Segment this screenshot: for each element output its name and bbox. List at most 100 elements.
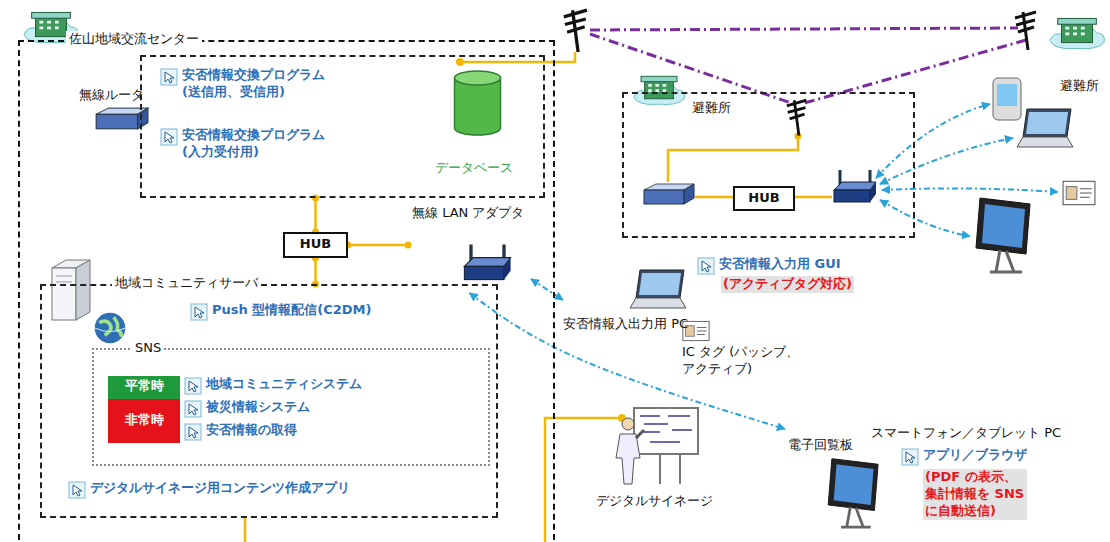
node-text: 安否情報交換プログラム (送信用、受信用) bbox=[182, 67, 357, 101]
node-text: (アクティブタグ対応) bbox=[721, 276, 854, 293]
text-row: HUB bbox=[285, 236, 346, 253]
text-row: 安否情報交換プログラム (送信用、受信用) bbox=[160, 67, 357, 101]
cursor-icon bbox=[160, 128, 178, 146]
laptop-icon bbox=[1017, 109, 1073, 147]
text-row: 安否情報入出力用 PC bbox=[563, 316, 688, 333]
node-text: 地域コミュニティサーバ bbox=[112, 275, 261, 292]
lan-cable bbox=[314, 198, 317, 232]
joint-dot bbox=[405, 242, 412, 249]
text-row: HUB bbox=[735, 190, 793, 207]
text-row: SNS bbox=[132, 340, 164, 357]
node-text: デジタルサイネージ bbox=[596, 493, 713, 510]
shelter-box: HUB 避難所 bbox=[622, 92, 915, 238]
router-icon bbox=[644, 184, 694, 204]
wlan-adapter-icon bbox=[464, 244, 510, 279]
tablet-icon bbox=[976, 198, 1030, 272]
tablet-icon bbox=[828, 459, 878, 527]
node-text: (PDF の表示、集計情報を SNS に自動送信) bbox=[923, 469, 1027, 520]
node-text: データベース bbox=[435, 160, 513, 177]
ic-tag-icon bbox=[1063, 181, 1095, 204]
text-row: 避難所 bbox=[1060, 78, 1099, 95]
node-text: デジタルサイネージ用コンテンツ作成アプリ bbox=[90, 480, 350, 497]
antenna-icon bbox=[564, 10, 587, 52]
node-text: 平常時 bbox=[125, 378, 164, 395]
router-program-box: データベース無線ルータ安否情報交換プログラム (送信用、受信用)安否情報交換プロ… bbox=[140, 55, 545, 198]
node-text: 安否情報入出力用 PC bbox=[563, 316, 688, 333]
node-text: 地域コミュニティシステム bbox=[206, 376, 362, 393]
text-row: デジタルサイネージ bbox=[596, 493, 713, 510]
node-text: 無線ルータ bbox=[79, 87, 144, 104]
text-row: 地域コミュニティシステム bbox=[184, 376, 362, 395]
joint-dot bbox=[312, 195, 319, 202]
node-text: 非常時 bbox=[125, 412, 164, 429]
node-text: アプリ／ブラウザ bbox=[923, 447, 1027, 464]
digital-signage: デジタルサイネージ bbox=[596, 405, 719, 514]
ic-tag: IC タグ (パッシブ、アクティブ) bbox=[680, 320, 858, 382]
node-text: HUB bbox=[748, 190, 779, 207]
node-text: 避難所 bbox=[692, 100, 731, 117]
lan-cable bbox=[314, 258, 317, 284]
cursor-icon bbox=[184, 377, 202, 395]
server-icon bbox=[52, 260, 90, 320]
node-text: 避難所 bbox=[1060, 78, 1099, 95]
text-row: 無線 LAN アダプタ bbox=[412, 205, 524, 222]
node-text: 無線 LAN アダプタ bbox=[412, 205, 524, 222]
wlan-adapter-icon bbox=[834, 170, 876, 202]
community-server-box: 平常時非常時SNS地域コミュニティシステム被災情報システム安否情報の取得地域コミ… bbox=[40, 284, 498, 518]
node-text: Push 型情報配信(C2DM) bbox=[212, 302, 372, 319]
smartphone-icon bbox=[993, 78, 1021, 120]
text-row: 安否情報交換プログラム (入力受付用) bbox=[160, 127, 357, 161]
node-text: 佐山地域交流センター bbox=[66, 31, 202, 48]
cursor-icon bbox=[184, 400, 202, 418]
cursor-icon bbox=[697, 257, 715, 275]
text-row: 佐山地域交流センター bbox=[66, 31, 202, 48]
node-text: IC タグ (パッシブ、アクティブ) bbox=[682, 344, 852, 378]
text-row: データベース bbox=[435, 160, 513, 177]
text-row: 安否情報入力用 GUI bbox=[697, 256, 841, 275]
text-row: 無線ルータ bbox=[79, 87, 144, 104]
node-text: スマートフォン／タブレット PC bbox=[871, 425, 1061, 442]
node-text: SNS bbox=[132, 340, 164, 357]
tablet-device: 電子回覧板 スマートフォン／タブレット PC アプリ／ブラウザ (PDF の表示、集計… bbox=[785, 425, 1103, 535]
cursor-icon bbox=[68, 481, 86, 499]
io-pc: 安否情報入力用 GUI (アクティブタグ対応) 安否情報入出力用 PC bbox=[563, 254, 860, 338]
antenna-icon bbox=[787, 100, 807, 135]
node-text: 被災情報システム bbox=[206, 399, 310, 416]
text-row: 非常時 bbox=[108, 412, 180, 429]
antenna-icon bbox=[1015, 12, 1036, 50]
wlan-adapter: 無線 LAN アダプタ bbox=[408, 203, 531, 293]
cursor-icon bbox=[160, 68, 178, 86]
text-row: 地域コミュニティサーバ bbox=[112, 275, 261, 292]
cursor-icon bbox=[184, 423, 202, 441]
text-row: スマートフォン／タブレット PC bbox=[871, 425, 1061, 442]
text-row: 避難所 bbox=[692, 100, 731, 117]
text-row: Push 型情報配信(C2DM) bbox=[190, 302, 372, 321]
node-text: 電子回覧板 bbox=[788, 437, 853, 454]
text-row: 被災情報システム bbox=[184, 399, 310, 418]
hub-box: HUB bbox=[733, 186, 795, 211]
lan-wire bbox=[245, 52, 832, 542]
digital-signage-figure bbox=[616, 408, 698, 484]
database-cylinder: データベース bbox=[425, 66, 530, 184]
text-row: 安否情報の取得 bbox=[184, 422, 297, 441]
building-icon bbox=[634, 76, 685, 104]
hub-box: HUB bbox=[283, 232, 348, 258]
text-row: デジタルサイネージ用コンテンツ作成アプリ bbox=[68, 480, 350, 499]
text-row: (アクティブタグ対応) bbox=[721, 276, 854, 293]
normal-time-band: 平常時 bbox=[108, 376, 180, 399]
sns-region: 平常時非常時SNS地域コミュニティシステム被災情報システム安否情報の取得 bbox=[92, 348, 490, 466]
text-row: アプリ／ブラウザ bbox=[901, 447, 1027, 466]
node-text: 安否情報入力用 GUI bbox=[719, 256, 841, 273]
text-row: IC タグ (パッシブ、アクティブ) bbox=[682, 344, 852, 378]
building-icon bbox=[1050, 18, 1104, 48]
node-text: HUB bbox=[300, 236, 331, 253]
text-row: (PDF の表示、集計情報を SNS に自動送信) bbox=[923, 469, 1027, 520]
shelter-site: 避難所 bbox=[1048, 8, 1108, 99]
cursor-icon bbox=[901, 448, 919, 466]
text-row: 電子回覧板 bbox=[788, 437, 853, 454]
cylinder-shape bbox=[425, 66, 530, 146]
node-text: 安否情報交換プログラム (入力受付用) bbox=[182, 127, 357, 161]
globe-icon bbox=[95, 313, 126, 344]
site-region: データベース 無線ルータ 安否情報交換プログラム (送信用、受信用) 安否情報交換プロ… bbox=[18, 40, 555, 542]
